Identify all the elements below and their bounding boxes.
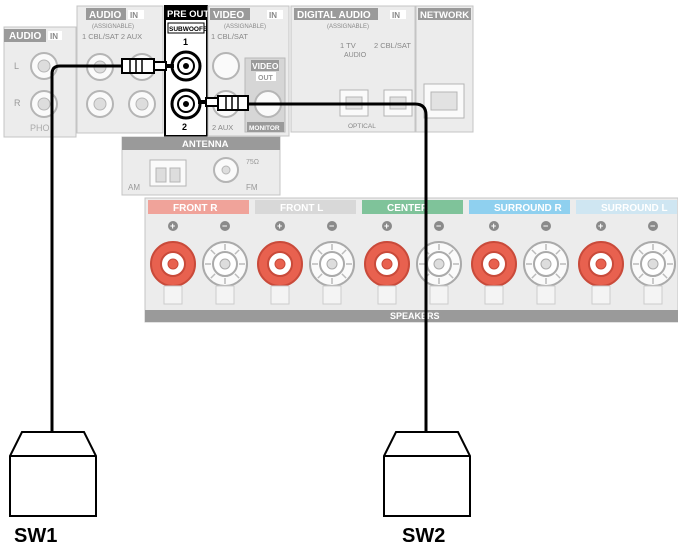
plus-icon (275, 221, 285, 231)
video-in-jack-1 (212, 52, 240, 80)
video-panel: VIDEO IN (ASSIGNABLE) 1 CBL/SAT VIDEO OU… (207, 5, 290, 137)
video-inputs-top: 1 CBL/SAT (211, 32, 248, 41)
speaker-band-2 (362, 200, 463, 214)
fm-ohm-label: 75Ω (246, 159, 259, 166)
audio-assignable-title: AUDIO (89, 10, 121, 21)
sw2-plug (198, 95, 249, 111)
speaker-group-label-1: FRONT L (280, 203, 323, 214)
digital-audio-in2: 2 CBL/SAT (374, 41, 411, 50)
network-title: NETWORK (420, 10, 469, 21)
digital-audio-in1: 1 TV (340, 41, 356, 50)
speaker-group-label-4: SURROUND L (601, 203, 668, 214)
pre-out-sub: SUBWOOFER (169, 26, 212, 33)
minus-sign: − (329, 221, 334, 231)
sw1-label: SW1 (14, 525, 57, 547)
digital-audio-badge: IN (392, 11, 400, 20)
minus-icon (541, 221, 551, 231)
subwoofer-sw2: SW2 (383, 431, 471, 547)
minus-sign: − (436, 221, 441, 231)
digital-audio-title: DIGITAL AUDIO (297, 10, 371, 21)
speaker-band-4 (576, 200, 677, 214)
speaker-group-label-0: FRONT R (173, 203, 218, 214)
audio-in-title-text: AUDIO (9, 31, 41, 42)
video-inputs-bottom: 2 AUX (212, 123, 233, 132)
plus-icon (168, 221, 178, 231)
video-sub: (ASSIGNABLE) (224, 24, 266, 30)
pre-out-panel: PRE OUT SUBWOOFER 1 2 (164, 5, 212, 137)
speaker-band-0 (148, 200, 249, 214)
plus-sign: + (277, 221, 282, 231)
antenna-panel: ANTENNA AM 75Ω FM (121, 136, 281, 196)
minus-icon (220, 221, 230, 231)
sw1-plug (121, 58, 174, 74)
fm-label: FM (246, 183, 258, 192)
digital-audio-panel: DIGITAL AUDIO IN (ASSIGNABLE) 1 TV AUDIO… (290, 5, 416, 133)
video-monitor-label: MONITOR (249, 125, 280, 132)
minus-sign: − (543, 221, 548, 231)
audio-in-panel: AUDIO AUDIO IN L R PHO (3, 26, 77, 138)
plus-sign: + (170, 221, 175, 231)
plus-sign: + (598, 221, 603, 231)
pre-out-jack2-label: 2 (182, 122, 187, 132)
audio-in-right-label: R (14, 98, 21, 108)
am-label: AM (128, 183, 140, 192)
minus-icon (327, 221, 337, 231)
digital-audio-in1-sub: AUDIO (344, 52, 367, 59)
video-badge: IN (269, 11, 277, 20)
minus-icon (434, 221, 444, 231)
sw1-cable (50, 64, 130, 432)
speaker-group-label-3: SURROUND R (494, 203, 563, 214)
antenna-title: ANTENNA (182, 139, 229, 150)
pre-out-jack1-label: 1 (183, 37, 188, 47)
speakers-footer: SPEAKERS (390, 311, 440, 321)
phono-label: PHO (30, 123, 50, 133)
digital-audio-sub: (ASSIGNABLE) (327, 24, 369, 30)
plus-icon (382, 221, 392, 231)
audio-in-badge: IN (50, 32, 58, 41)
speaker-band-1 (255, 200, 356, 214)
am-terminal (149, 159, 187, 187)
video-out-title: VIDEO (252, 61, 279, 71)
speaker-groups: FRONT R+−FRONT L+−CENTER+−SURROUND R+−SU… (148, 200, 677, 305)
plus-icon (596, 221, 606, 231)
speaker-group-label-2: CENTER (387, 203, 429, 214)
sw2-cable (234, 102, 428, 432)
plus-icon (489, 221, 499, 231)
video-title: VIDEO (213, 10, 244, 21)
video-out-badge: OUT (258, 75, 274, 82)
cables (50, 64, 428, 432)
sw2-label: SW2 (402, 525, 445, 547)
speaker-band-3 (469, 200, 570, 214)
audio-assignable-badge: IN (130, 11, 138, 20)
audio-in-left-label: L (14, 61, 19, 71)
minus-sign: − (650, 221, 655, 231)
audio-assignable-sub: (ASSIGNABLE) (92, 24, 134, 30)
plus-sign: + (384, 221, 389, 231)
pre-out-title: PRE OUT (167, 9, 209, 20)
audio-assignable-inputs: 1 CBL/SAT 2 AUX (82, 32, 142, 41)
subwoofer-sw1: SW1 (9, 431, 97, 547)
optical-label: OPTICAL (348, 123, 376, 130)
minus-icon (648, 221, 658, 231)
minus-sign: − (222, 221, 227, 231)
plus-sign: + (491, 221, 496, 231)
speakers-panel: FRONT R+−FRONT L+−CENTER+−SURROUND R+−SU… (144, 197, 678, 323)
